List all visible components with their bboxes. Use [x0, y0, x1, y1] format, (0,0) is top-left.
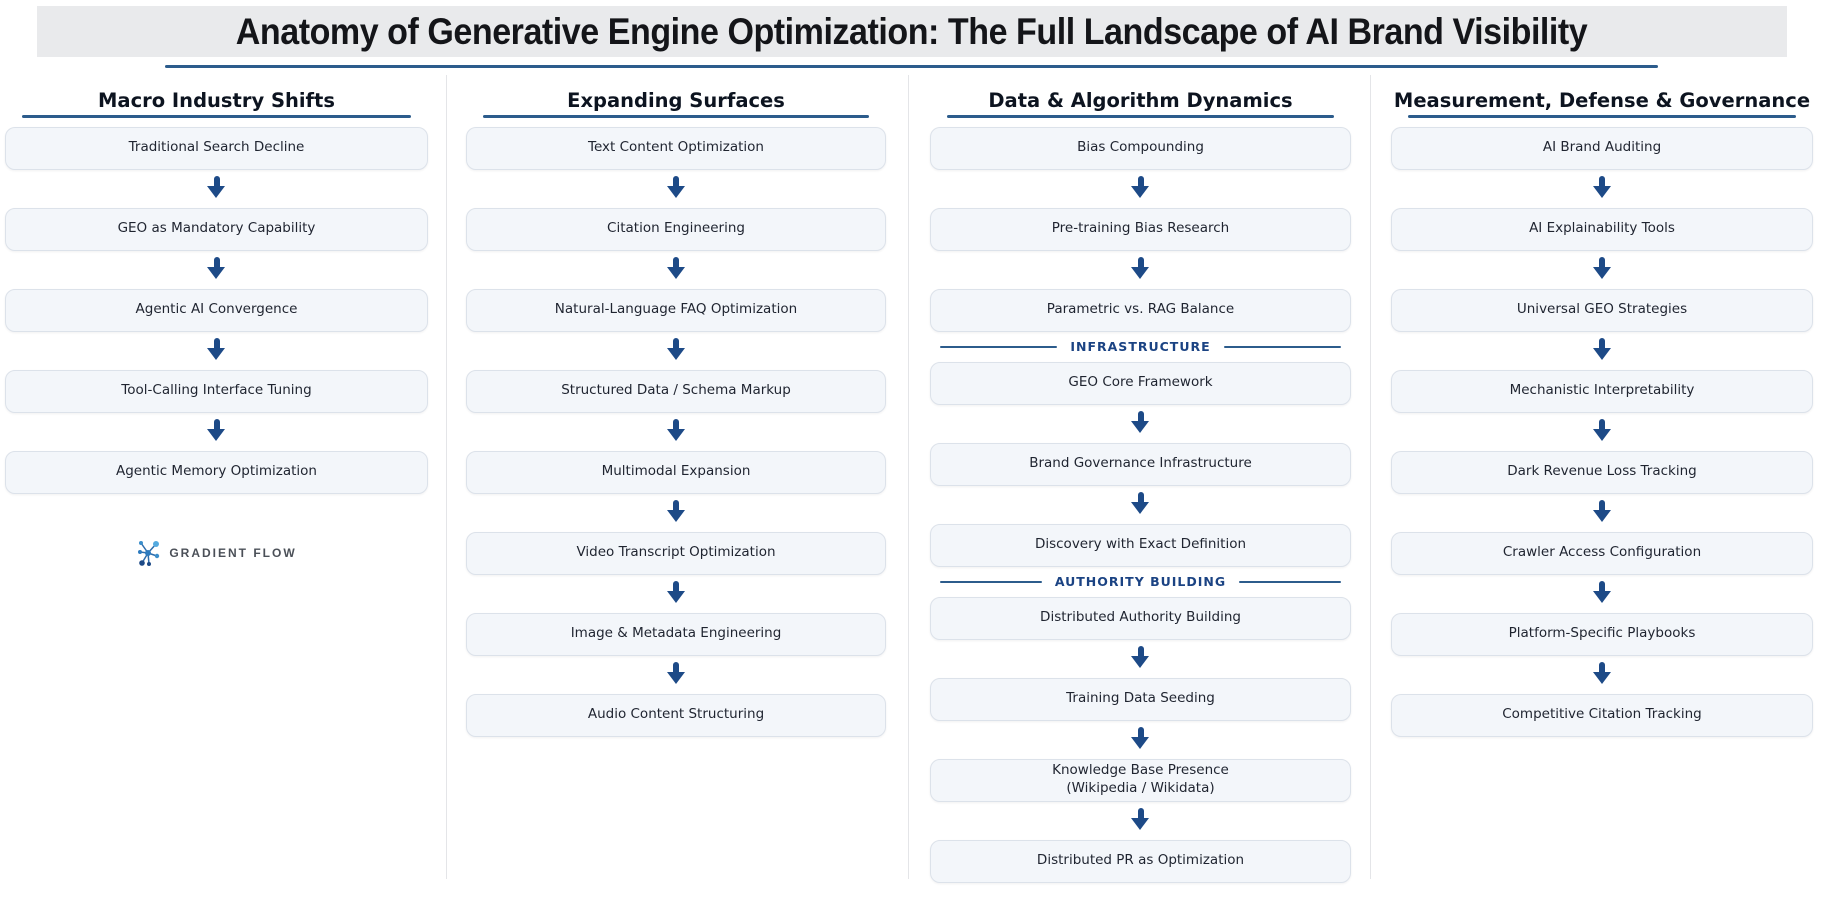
section-label: AUTHORITY BUILDING [1054, 574, 1227, 589]
flow-box: Crawler Access Configuration [1391, 531, 1813, 575]
flow-box: Dark Revenue Loss Tracking [1391, 450, 1813, 494]
flow-box: AI Explainability Tools [1391, 207, 1813, 251]
down-arrow-icon [466, 332, 886, 370]
column-data-algorithm-dynamics: Data & Algorithm Dynamics Bias Compoundi… [909, 75, 1371, 883]
down-arrow-icon [1391, 656, 1813, 694]
column-header-underline [482, 115, 870, 118]
flow-chain: Text Content Optimization Citation Engin… [466, 126, 886, 737]
flow-box: Agentic AI Convergence [5, 288, 428, 332]
flow-box: GEO as Mandatory Capability [5, 207, 428, 251]
down-arrow-icon [930, 640, 1351, 678]
column-header: Measurement, Defense & Governance [1393, 89, 1811, 112]
down-arrow-icon [466, 494, 886, 532]
column-header-underline [946, 115, 1335, 118]
page-title: Anatomy of Generative Engine Optimizatio… [235, 10, 1588, 52]
flow-box: Universal GEO Strategies [1391, 288, 1813, 332]
flow-chain: Bias Compounding Pre-training Bias Resea… [930, 126, 1351, 883]
down-arrow-icon [930, 721, 1351, 759]
down-arrow-icon [5, 170, 428, 208]
infographic-page: Anatomy of Generative Engine Optimizatio… [0, 6, 1823, 902]
down-arrow-icon [930, 802, 1351, 840]
section-divider-authority-building: AUTHORITY BUILDING [940, 567, 1341, 597]
down-arrow-icon [1391, 251, 1813, 289]
down-arrow-icon [466, 251, 886, 289]
flow-box: Image & Metadata Engineering [466, 612, 886, 656]
down-arrow-icon [5, 251, 428, 289]
flow-chain: AI Brand Auditing AI Explainability Tool… [1391, 126, 1813, 737]
down-arrow-icon [466, 656, 886, 694]
flow-chain: Traditional Search Decline GEO as Mandat… [5, 126, 428, 494]
flow-box: Distributed Authority Building [930, 596, 1351, 640]
section-label: INFRASTRUCTURE [1070, 339, 1211, 354]
down-arrow-icon [1391, 332, 1813, 370]
network-nodes-icon [138, 540, 160, 566]
flow-box: Parametric vs. RAG Balance [930, 288, 1351, 332]
down-arrow-icon [930, 170, 1351, 208]
title-section: Anatomy of Generative Engine Optimizatio… [0, 6, 1823, 68]
column-header-underline [1407, 115, 1797, 118]
down-arrow-icon [1391, 494, 1813, 532]
title-bar: Anatomy of Generative Engine Optimizatio… [36, 6, 1787, 57]
flow-box: Natural-Language FAQ Optimization [466, 288, 886, 332]
column-expanding-surfaces: Expanding Surfaces Text Content Optimiza… [447, 75, 909, 879]
flow-box: Discovery with Exact Definition [930, 523, 1351, 567]
down-arrow-icon [5, 413, 428, 451]
down-arrow-icon [5, 332, 428, 370]
gradient-flow-logo: GRADIENT FLOW [5, 538, 428, 568]
flow-box: Audio Content Structuring [466, 693, 886, 737]
down-arrow-icon [466, 575, 886, 613]
flow-box: Distributed PR as Optimization [930, 839, 1351, 883]
columns-board: Macro Industry Shifts Traditional Search… [0, 75, 1823, 883]
column-header: Data & Algorithm Dynamics [988, 89, 1293, 112]
section-divider-infrastructure: INFRASTRUCTURE [940, 332, 1341, 362]
flow-box: GEO Core Framework [930, 361, 1351, 405]
column-macro-industry-shifts: Macro Industry Shifts Traditional Search… [0, 75, 447, 879]
flow-box: Knowledge Base Presence (Wikipedia / Wik… [930, 758, 1351, 802]
down-arrow-icon [1391, 170, 1813, 208]
flow-box: Brand Governance Infrastructure [930, 442, 1351, 486]
flow-box: Training Data Seeding [930, 677, 1351, 721]
flow-box: Traditional Search Decline [5, 126, 428, 170]
flow-box: Platform-Specific Playbooks [1391, 612, 1813, 656]
flow-box: Competitive Citation Tracking [1391, 693, 1813, 737]
column-header-underline [21, 115, 412, 118]
title-underline [165, 65, 1658, 68]
down-arrow-icon [1391, 575, 1813, 613]
down-arrow-icon [930, 251, 1351, 289]
flow-box: Mechanistic Interpretability [1391, 369, 1813, 413]
down-arrow-icon [930, 405, 1351, 443]
down-arrow-icon [930, 486, 1351, 524]
flow-box: Pre-training Bias Research [930, 207, 1351, 251]
flow-box: Agentic Memory Optimization [5, 450, 428, 494]
column-header: Macro Industry Shifts [98, 89, 335, 112]
down-arrow-icon [1391, 413, 1813, 451]
column-header: Expanding Surfaces [567, 89, 785, 112]
flow-box: Video Transcript Optimization [466, 531, 886, 575]
down-arrow-icon [466, 170, 886, 208]
flow-box: Structured Data / Schema Markup [466, 369, 886, 413]
down-arrow-icon [466, 413, 886, 451]
flow-box: Bias Compounding [930, 126, 1351, 170]
flow-box: Citation Engineering [466, 207, 886, 251]
flow-box: Multimodal Expansion [466, 450, 886, 494]
flow-box: Text Content Optimization [466, 126, 886, 170]
column-measurement-defense-governance: Measurement, Defense & Governance AI Bra… [1371, 75, 1823, 879]
logo-text: GRADIENT FLOW [169, 545, 297, 560]
flow-box: AI Brand Auditing [1391, 126, 1813, 170]
flow-box: Tool-Calling Interface Tuning [5, 369, 428, 413]
